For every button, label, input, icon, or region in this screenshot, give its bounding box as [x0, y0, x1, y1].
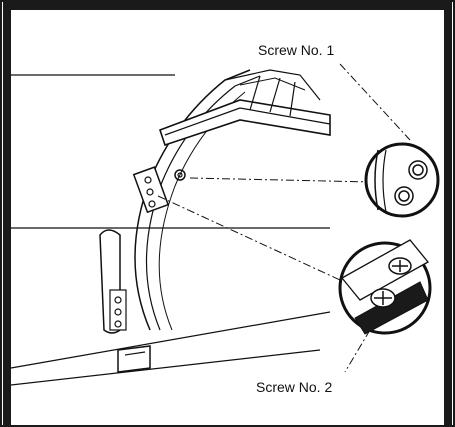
screw-head-icon — [370, 257, 412, 308]
left-border-bar — [3, 2, 11, 426]
right-border-bar — [444, 2, 452, 426]
screw-1-label: Screw No. 1 — [257, 42, 336, 58]
leader-lines — [157, 63, 411, 373]
screw-2-label: Screw No. 2 — [255, 379, 334, 395]
detail-circle-screw-1 — [364, 142, 440, 218]
top-border-bar — [3, 2, 452, 10]
screw-head-icon — [394, 160, 428, 206]
product-illustration — [10, 69, 331, 386]
detail-circle-screw-2 — [338, 239, 432, 335]
